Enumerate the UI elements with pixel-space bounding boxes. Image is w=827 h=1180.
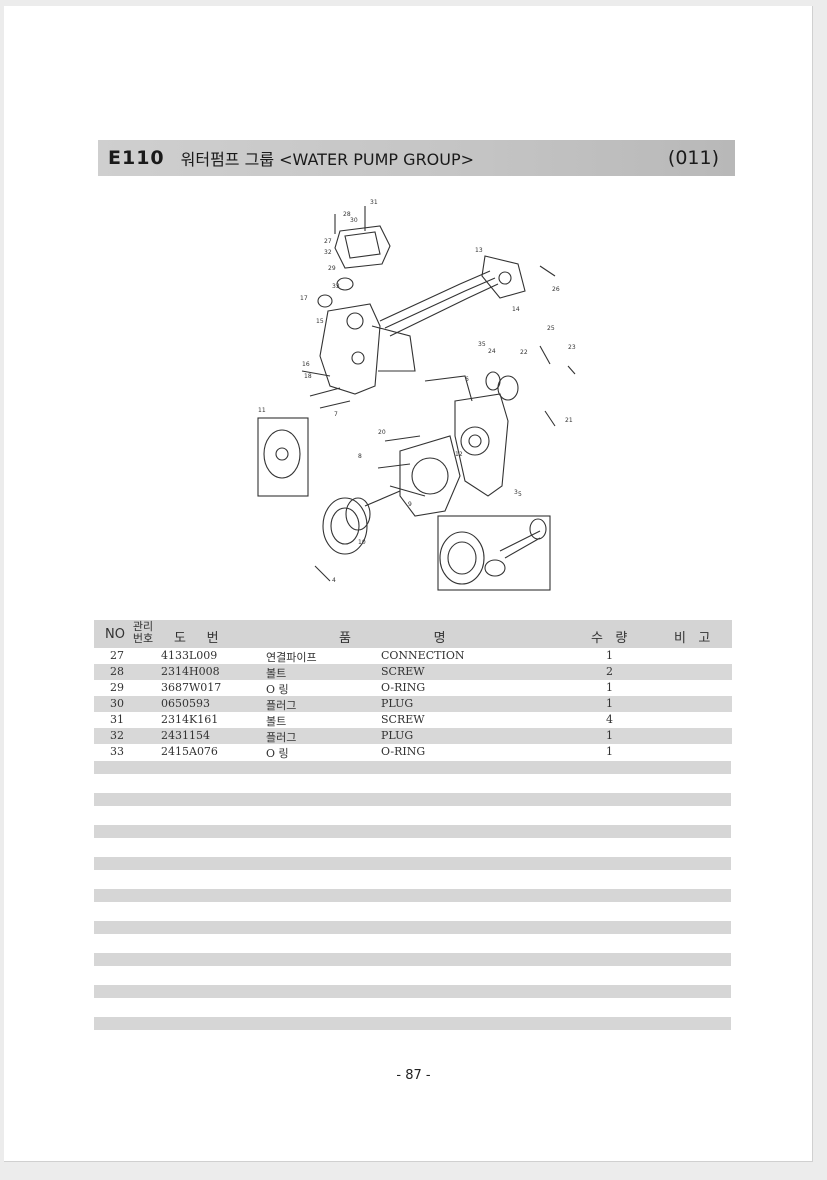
table-row: 33 2415A076 O 링 O-RING 1 [94, 744, 732, 760]
part-callout-label: 18 [304, 373, 312, 380]
col-remarks-header: 비 고 [674, 631, 711, 646]
row-part-number: 4133L009 [161, 649, 218, 662]
row-qty: 1 [606, 697, 613, 710]
row-korean-name: 볼트 [266, 715, 287, 728]
empty-row-stripe [94, 761, 731, 774]
part-callout-label: 25 [547, 325, 555, 332]
empty-row-stripe [94, 825, 731, 838]
row-part-number: 2314K161 [161, 713, 219, 726]
parts-table-header: NO 관리 번호 도 번 품 명 수 량 비 고 [94, 620, 732, 648]
row-korean-name: 플러그 [266, 699, 297, 712]
section-title-bar: E110 워터펌프 그룹 <WATER PUMP GROUP> (011) [98, 140, 735, 176]
part-callout-label: 24 [488, 348, 496, 355]
part-callout-label: 9 [408, 501, 412, 508]
row-english-name: SCREW [381, 665, 425, 678]
row-part-number: 0650593 [161, 697, 210, 710]
row-no: 32 [110, 729, 124, 742]
empty-row-stripe [94, 921, 731, 934]
part-callout-label: 15 [316, 318, 324, 325]
table-row: 28 2314H008 볼트 SCREW 2 [94, 664, 732, 680]
row-korean-name: 플러그 [266, 731, 297, 744]
table-row: 31 2314K161 볼트 SCREW 4 [94, 712, 732, 728]
row-korean-name: O 링 [266, 683, 289, 696]
section-code: E110 [108, 147, 165, 169]
part-callout-label: 27 [324, 238, 332, 245]
row-qty: 1 [606, 745, 613, 758]
row-qty: 1 [606, 729, 613, 742]
row-no: 28 [110, 665, 124, 678]
row-qty: 4 [606, 713, 613, 726]
row-korean-name: 연결파이프 [266, 651, 317, 664]
part-callout-label: 12 [455, 451, 463, 458]
row-english-name: O-RING [381, 681, 426, 694]
empty-row-stripe [94, 857, 731, 870]
col-mgmt-header: 관리 번호 [132, 621, 154, 645]
part-callout-label: 11 [258, 407, 266, 414]
col-part-name-header: 품 명 [339, 631, 446, 646]
row-qty: 2 [606, 665, 613, 678]
col-qty-header: 수 량 [591, 631, 628, 646]
page-number: - 87 - [396, 1068, 431, 1083]
part-callout-label: 3 [514, 489, 518, 496]
row-part-number: 2431154 [161, 729, 210, 742]
part-callout-label: 7 [334, 411, 338, 418]
part-callout-label: 23 [568, 344, 576, 351]
row-no: 33 [110, 745, 124, 758]
part-callout-label: 16 [302, 361, 310, 368]
part-callout-label: 5 [518, 491, 522, 498]
col-no-header: NO [105, 627, 125, 642]
row-english-name: SCREW [381, 713, 425, 726]
row-part-number: 2415A076 [161, 745, 218, 758]
row-qty: 1 [606, 649, 613, 662]
section-title: 워터펌프 그룹 <WATER PUMP GROUP> [180, 150, 475, 169]
part-callout-label: 4 [332, 577, 336, 584]
row-part-number: 3687W017 [161, 681, 222, 694]
empty-row-stripe [94, 953, 731, 966]
table-row: 29 3687W017 O 링 O-RING 1 [94, 680, 732, 696]
row-english-name: O-RING [381, 745, 426, 758]
row-english-name: PLUG [381, 729, 414, 742]
part-callout-label: 17 [300, 295, 308, 302]
table-row: 32 2431154 플러그 PLUG 1 [94, 728, 732, 744]
row-english-name: CONNECTION [381, 649, 465, 662]
table-row: 30 0650593 플러그 PLUG 1 [94, 696, 732, 712]
row-qty: 1 [606, 681, 613, 694]
part-callout-label: 13 [475, 247, 483, 254]
part-callout-label: 10 [358, 539, 366, 546]
parts-table-body: 27 4133L009 연결파이프 CONNECTION 1 28 2314H0… [94, 648, 732, 760]
empty-row-stripe [94, 793, 731, 806]
row-part-number: 2314H008 [161, 665, 220, 678]
part-callout-label: 29 [328, 265, 336, 272]
part-callout-label: 20 [378, 429, 386, 436]
part-callout-label: 6 [465, 376, 469, 383]
part-callout-label: 32 [324, 249, 332, 256]
row-korean-name: O 링 [266, 747, 289, 760]
empty-row-stripe [94, 985, 731, 998]
row-english-name: PLUG [381, 697, 414, 710]
col-drawing-header: 도 번 [174, 631, 219, 646]
row-no: 27 [110, 649, 124, 662]
part-callout-label: 31 [370, 199, 378, 206]
part-callout-label: 30 [350, 217, 358, 224]
empty-row-stripe [94, 889, 731, 902]
part-callout-label: 14 [512, 306, 520, 313]
table-row: 27 4133L009 연결파이프 CONNECTION 1 [94, 648, 732, 664]
part-callout-label: 26 [552, 286, 560, 293]
part-callout-label: 28 [343, 211, 351, 218]
empty-row-stripe [94, 1017, 731, 1030]
col-mgmt-label: 관리 번호 [132, 620, 154, 645]
row-no: 30 [110, 697, 124, 710]
part-callout-label: 22 [520, 349, 528, 356]
catalog-page [4, 6, 813, 1162]
part-callout-label: 35 [478, 341, 486, 348]
part-callout-label: 33 [332, 283, 340, 290]
row-no: 29 [110, 681, 124, 694]
row-korean-name: 볼트 [266, 667, 287, 680]
part-callout-label: 8 [358, 453, 362, 460]
group-number: (011) [667, 147, 719, 169]
part-callout-label: 21 [565, 417, 573, 424]
row-no: 31 [110, 713, 124, 726]
